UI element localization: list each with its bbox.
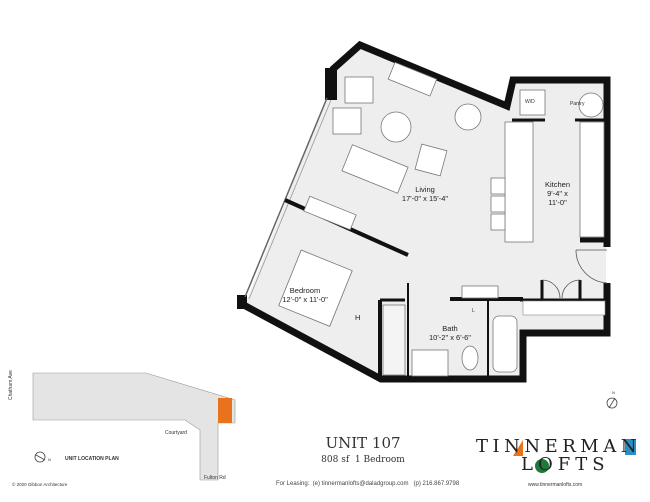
hvac-label: H (355, 313, 361, 322)
column (325, 68, 337, 100)
unit-highlight (218, 398, 232, 423)
brand-line1: TINNERMAN (476, 436, 641, 457)
exterior-wall (238, 283, 611, 383)
wd-label: W/D (525, 99, 535, 105)
unit-details: 808 sf 1 Bedroom (321, 455, 405, 465)
location-plan-title: UNIT LOCATION PLAN (65, 456, 119, 462)
closet-rod (522, 300, 606, 316)
unit-title: UNIT 107 (325, 434, 401, 452)
window (244, 97, 328, 298)
copyright: © 2020 Gibbon Architecture (12, 482, 68, 487)
linen-label: L (472, 308, 475, 314)
pantry-label: Pantry (570, 101, 585, 107)
window (248, 99, 332, 300)
exterior-wall (329, 40, 611, 247)
furniture (278, 61, 605, 377)
compass-location (34, 451, 46, 463)
closet-door (541, 279, 581, 299)
compass-n: N (48, 457, 51, 462)
entry-door (575, 249, 608, 284)
brand-line2: LOFTS (521, 454, 610, 475)
leasing-contact: For Leasing: (e) tinnermanlofts@daladgro… (276, 481, 460, 487)
column (237, 295, 247, 309)
unit-location-plan (32, 372, 236, 481)
compass-north: N (612, 390, 615, 395)
compass-icon (606, 397, 618, 409)
courtyard-label: Courtyard (165, 430, 187, 436)
street-chatham: Chatham Ave (8, 370, 14, 400)
brand-url: www.tinnermanlofts.com (528, 482, 583, 488)
street-fulton: Fulton Rd (204, 475, 226, 481)
